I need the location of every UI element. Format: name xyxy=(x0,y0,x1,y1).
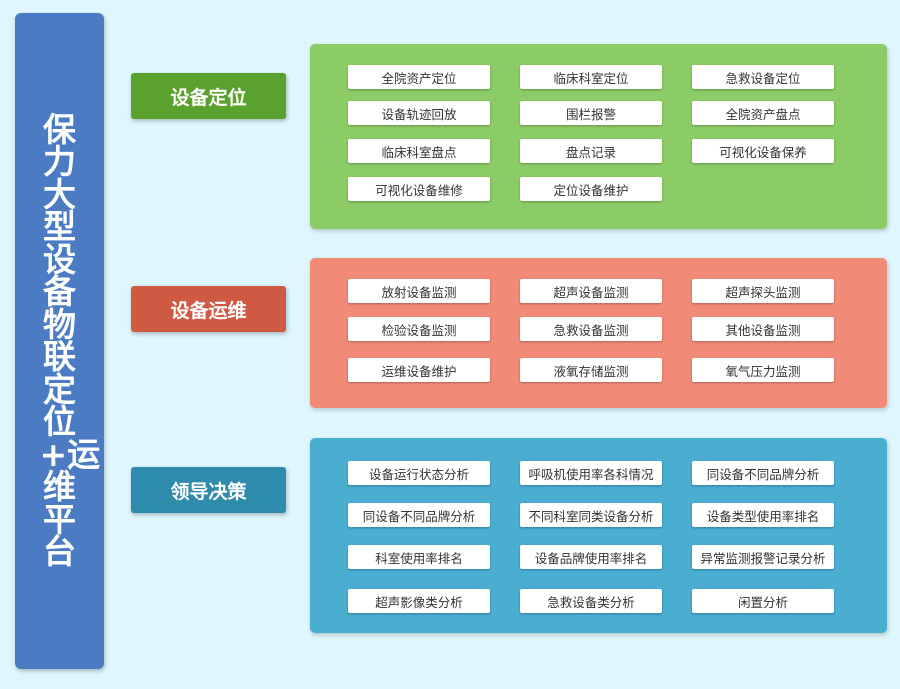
module-item: 同设备不同品牌分析 xyxy=(692,461,834,485)
module-item: 检验设备监测 xyxy=(348,317,490,341)
module-item: 不同科室同类设备分析 xyxy=(520,503,662,527)
module-item: 设备类型使用率排名 xyxy=(692,503,834,527)
module-item: 可视化设备维修 xyxy=(348,177,490,201)
section-label: 设备运维 xyxy=(131,286,286,332)
module-item: 运维设备维护 xyxy=(348,358,490,382)
module-item: 可视化设备保养 xyxy=(692,139,834,163)
module-item: 液氧存储监测 xyxy=(520,358,662,382)
module-item: 设备轨迹回放 xyxy=(348,101,490,125)
module-item: 设备品牌使用率排名 xyxy=(520,545,662,569)
module-item: 放射设备监测 xyxy=(348,279,490,303)
section-label: 设备定位 xyxy=(131,73,286,119)
module-item: 同设备不同品牌分析 xyxy=(348,503,490,527)
module-item: 超声探头监测 xyxy=(692,279,834,303)
module-item: 急救设备监测 xyxy=(520,317,662,341)
module-item: 氧气压力监测 xyxy=(692,358,834,382)
module-item: 设备运行状态分析 xyxy=(348,461,490,485)
module-item: 科室使用率排名 xyxy=(348,545,490,569)
module-item: 盘点记录 xyxy=(520,139,662,163)
module-item: 定位设备维护 xyxy=(520,177,662,201)
section-label: 领导决策 xyxy=(131,467,286,513)
module-item: 呼吸机使用率各科情况 xyxy=(520,461,662,485)
module-item: 异常监测报警记录分析 xyxy=(692,545,834,569)
module-item: 超声设备监测 xyxy=(520,279,662,303)
module-item: 全院资产盘点 xyxy=(692,101,834,125)
module-item: 全院资产定位 xyxy=(348,65,490,89)
module-item: 其他设备监测 xyxy=(692,317,834,341)
module-item: 临床科室盘点 xyxy=(348,139,490,163)
module-item: 急救设备定位 xyxy=(692,65,834,89)
platform-title-bar: 保力大型设备物联定位+运维平台 xyxy=(15,13,104,669)
module-item: 围栏报警 xyxy=(520,101,662,125)
platform-title: 保力大型设备物联定位+运维平台 xyxy=(39,109,101,571)
module-item: 急救设备类分析 xyxy=(520,589,662,613)
module-item: 超声影像类分析 xyxy=(348,589,490,613)
module-item: 临床科室定位 xyxy=(520,65,662,89)
module-item: 闲置分析 xyxy=(692,589,834,613)
